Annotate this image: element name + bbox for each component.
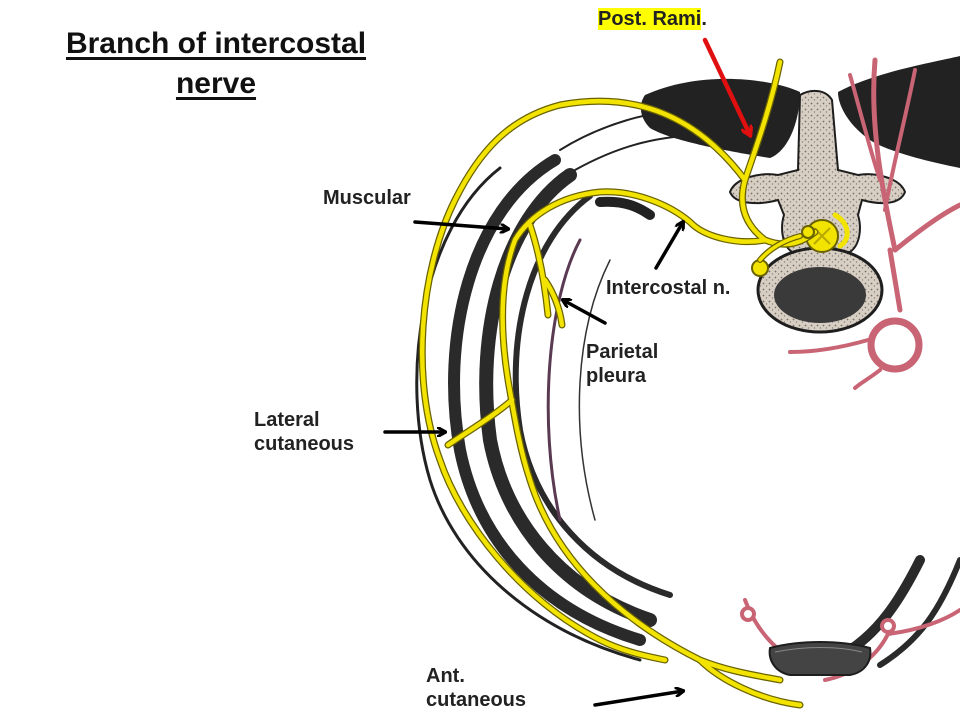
blood-vessels <box>740 57 960 682</box>
upper-wall-line-2 <box>574 134 711 171</box>
label-muscular-text: Muscular <box>323 187 411 209</box>
label-lateral-line-1: Lateral <box>254 409 320 431</box>
label-parietal-pleura: Parietal pleura <box>586 340 658 388</box>
ganglion-lobe-right <box>832 212 850 249</box>
right-posterior-vessel <box>871 57 898 253</box>
label-anterior-line-2: cutaneous <box>426 689 527 711</box>
label-intercostal-nerve: Intercostal n. <box>606 276 730 300</box>
title-line-1: Branch of intercostal <box>65 27 367 60</box>
post-rami-arrow <box>702 37 750 135</box>
label-parietal-line-1: Parietal <box>586 341 659 363</box>
outer-wall-line <box>415 166 642 662</box>
muscular-branch <box>527 222 551 318</box>
lateral-cutaneous-branch <box>445 397 515 448</box>
parietal-pleura-arrow <box>563 300 607 325</box>
page-title: Branch of intercostal nerve <box>30 24 402 104</box>
intercostal-arrow <box>654 222 683 270</box>
pleural-branch <box>542 277 565 328</box>
label-muscular: Muscular <box>323 186 411 210</box>
label-intercostal-text: Intercostal n. <box>606 277 731 299</box>
rib-band-outer <box>448 154 646 646</box>
label-post-rami-period: . <box>701 8 707 30</box>
label-parietal-line-2: pleura <box>586 365 647 387</box>
sympathetic-ganglion <box>801 225 815 239</box>
aorta <box>867 317 923 373</box>
right-wall-band <box>845 555 925 655</box>
posterior-ramus-nerve <box>740 59 818 247</box>
pleura-line <box>546 238 582 522</box>
vertebral-body-core <box>774 267 866 323</box>
aorta-descending <box>853 368 882 390</box>
label-lateral-line-2: cutaneous <box>254 433 355 455</box>
sternum <box>768 641 872 676</box>
right-posterior-branch <box>848 73 882 182</box>
pointer-arrows <box>383 37 750 707</box>
right-anterior-vessel-2 <box>886 608 960 636</box>
nerve-paths <box>418 58 850 709</box>
right-wall-band-2 <box>877 557 960 668</box>
label-anterior-cutaneous: Ant. cutaneous <box>426 664 526 712</box>
label-lateral-cutaneous: Lateral cutaneous <box>254 408 354 456</box>
right-posterior-branch-2 <box>883 68 917 212</box>
right-back-muscle <box>838 56 960 168</box>
label-post-rami: Post. Rami. <box>598 8 707 31</box>
label-post-rami-text: Post. Rami <box>598 8 702 30</box>
label-anterior-line-1: Ant. <box>426 665 465 687</box>
aorta-root <box>887 247 903 313</box>
upper-wall-line <box>559 107 701 151</box>
inner-wall-line <box>578 259 611 521</box>
outer-nerve-branch <box>419 99 748 663</box>
anterior-cutaneous-arrow <box>593 691 683 707</box>
right-intercostal-vessel <box>892 202 960 253</box>
internal-thoracic-vessel-right <box>880 618 896 634</box>
anterior-cutaneous-branch <box>697 657 803 708</box>
intercostal-nerve-trunk <box>500 189 783 683</box>
nerve-fill <box>419 59 818 708</box>
muscular-arrow <box>413 220 508 229</box>
azygos-branch <box>788 338 870 354</box>
vertebra <box>728 89 907 334</box>
spinous-process <box>728 89 907 253</box>
internal-thoracic-vessel-left <box>740 606 756 622</box>
intercostal-muscle-top <box>595 196 655 220</box>
title-line-2: nerve <box>175 67 257 100</box>
